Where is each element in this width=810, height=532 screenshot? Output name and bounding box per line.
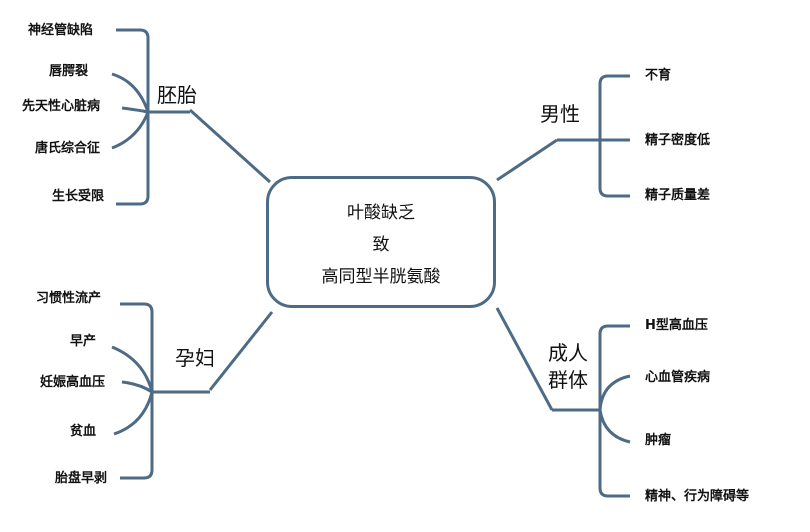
- leaf-pregnant-5: 胎盘早剥: [55, 471, 108, 486]
- leaf-pregnant-3: 妊娠高血压: [40, 375, 106, 390]
- bracket-adult: [552, 324, 631, 498]
- link-embryo: [188, 108, 272, 184]
- leaf-embryo-4: 唐氏综合征: [35, 141, 101, 156]
- link-male: [496, 138, 558, 182]
- leaf-pregnant-1: 习惯性流产: [36, 291, 102, 306]
- leaf-male-1: 不育: [645, 68, 672, 83]
- leaf-adult-3: 肿瘤: [645, 433, 672, 448]
- center-line-2: 致: [372, 235, 390, 255]
- leaf-embryo-3: 先天性心脏病: [22, 99, 101, 114]
- branch-label-male: 男性: [540, 102, 580, 126]
- leaf-adult-4: 精神、行为障碍等: [645, 489, 750, 504]
- bracket-embryo: [111, 28, 190, 206]
- center-line-3: 高同型半胱氨酸: [321, 267, 441, 287]
- link-pregnant: [208, 311, 274, 391]
- center-line-1: 叶酸缺乏: [347, 203, 415, 223]
- bracket-male: [557, 74, 630, 198]
- leaf-embryo-5: 生长受限: [52, 189, 105, 204]
- branch-label-adult-line1: 成人: [548, 341, 588, 365]
- leaf-embryo-2: 唇腭裂: [49, 64, 89, 79]
- leaf-male-3: 精子质量差: [645, 188, 711, 203]
- leaf-pregnant-4: 贫血: [70, 424, 97, 439]
- leaf-embryo-1: 神经管缺陷: [28, 23, 94, 38]
- link-adult: [495, 307, 554, 411]
- leaf-pregnant-2: 早产: [70, 334, 97, 349]
- bracket-pregnant: [111, 302, 210, 480]
- branch-label-pregnant: 孕妇: [175, 346, 215, 370]
- leaf-adult-1: H型高血压: [645, 318, 708, 333]
- branch-label-adult-line2: 群体: [548, 368, 588, 392]
- center-node: 叶酸缺乏 致 高同型半胱氨酸: [266, 176, 496, 308]
- leaf-adult-2: 心血管疾病: [645, 370, 711, 385]
- leaf-male-2: 精子密度低: [645, 133, 711, 148]
- branch-label-embryo: 胚胎: [157, 83, 197, 107]
